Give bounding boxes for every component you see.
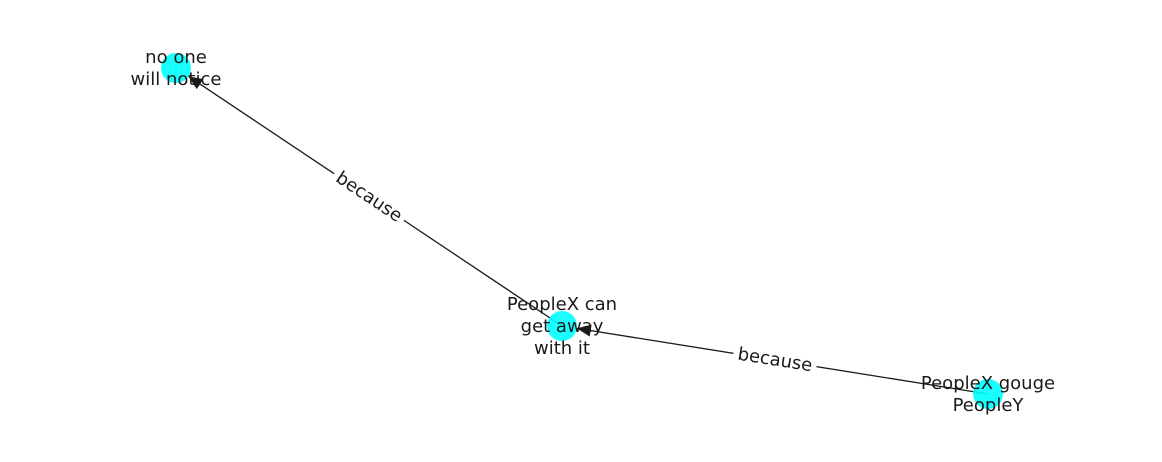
node-label-line: PeopleX gouge	[921, 373, 1055, 394]
edge-n2-n1: because	[188, 75, 563, 327]
node-label-line: PeopleY	[953, 395, 1025, 416]
edge-label-group: because	[326, 162, 412, 232]
node-n1	[161, 53, 191, 83]
node-label-line: no one	[145, 47, 207, 68]
edge-label-background	[731, 340, 819, 380]
arrowhead-icon	[576, 324, 592, 337]
node-label-line: PeopleX can	[507, 294, 617, 315]
edge-label-background	[326, 162, 412, 232]
edge-label-group: because	[731, 340, 819, 380]
node-label-line: get away	[521, 316, 604, 337]
node-n3	[973, 379, 1003, 409]
node-label-line: will notice	[131, 69, 222, 90]
arrowhead-icon	[188, 76, 204, 90]
node-label-line: with it	[534, 338, 590, 359]
node-n2	[547, 311, 577, 341]
nodes-layer	[161, 53, 1003, 409]
edge-label: because	[332, 167, 406, 226]
